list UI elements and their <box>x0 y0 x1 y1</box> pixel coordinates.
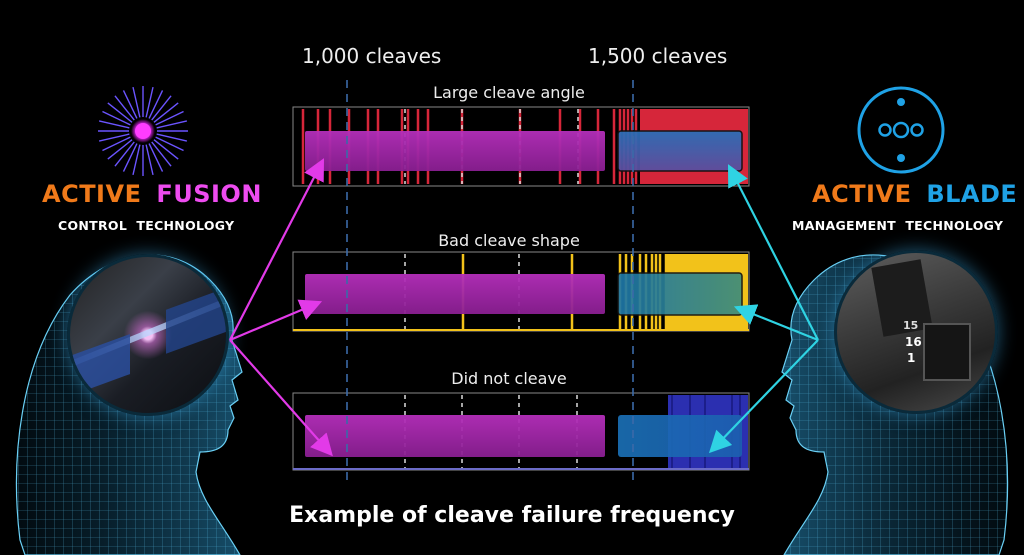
fusion-arrow-2 <box>229 299 323 342</box>
blade-arrows <box>708 164 819 454</box>
starburst-ray <box>145 144 154 176</box>
starburst-ray <box>132 86 141 118</box>
starburst-ray <box>114 141 135 167</box>
blade-block-2 <box>923 323 971 381</box>
row3-title: Did not cleave <box>451 369 567 388</box>
figure-caption: Example of cleave failure frequency <box>289 503 735 528</box>
row3-fusion-bar <box>305 415 605 457</box>
starburst-ray <box>156 133 188 142</box>
fusion-splice-image <box>67 254 229 416</box>
starburst-ray <box>114 95 135 121</box>
fusion-arrows <box>229 158 333 457</box>
starburst-ray <box>98 120 130 129</box>
row2-title: Bad cleave shape <box>438 231 580 250</box>
starburst-ray <box>153 102 179 123</box>
starburst-ray <box>145 86 154 118</box>
right-brand-subtitle: MANAGEMENT TECHNOLOGY <box>792 218 1004 233</box>
fusion-arrow-1 <box>229 158 325 341</box>
row2-fusion-bar <box>305 274 605 314</box>
row-did-not-cleave <box>292 392 750 471</box>
left-brand-title: ACTIVE FUSION <box>42 180 262 208</box>
row1-title: Large cleave angle <box>433 83 585 102</box>
starburst-ray <box>148 90 164 119</box>
starburst-ray <box>102 136 131 152</box>
starburst-ray <box>122 90 138 119</box>
starburst-ray <box>155 136 184 152</box>
blade-mechanism-image: 15 16 1 <box>834 250 998 414</box>
starburst-ray <box>98 133 130 142</box>
starburst-icon <box>98 86 188 176</box>
starburst-ray <box>122 143 138 172</box>
starburst-ray <box>151 95 172 121</box>
row2-blade-bar <box>617 272 743 316</box>
starburst-ray <box>107 139 133 160</box>
starburst-ray <box>102 110 131 126</box>
left-brand-word1: ACTIVE <box>42 180 142 208</box>
right-brand-title: ACTIVE BLADE <box>812 180 1017 208</box>
row3-blade-bar <box>618 415 742 457</box>
blade-arrow-3 <box>708 339 819 454</box>
marker-1000-label: 1,000 cleaves <box>302 44 442 68</box>
marker-1500-label: 1,500 cleaves <box>588 44 728 68</box>
starburst-ray <box>153 139 179 160</box>
starburst-ray <box>155 110 184 126</box>
starburst-ray <box>107 102 133 123</box>
blade-number-3: 1 <box>907 351 916 365</box>
left-brand-subtitle: CONTROL TECHNOLOGY <box>58 218 235 233</box>
row1-fusion-bar <box>305 131 605 171</box>
row1-blade-bar <box>617 130 743 172</box>
right-brand-word2: BLADE <box>926 180 1018 208</box>
starburst-ray <box>156 120 188 129</box>
row-large-cleave-angle <box>292 106 750 187</box>
right-brand-word1: ACTIVE <box>812 180 912 208</box>
blade-arrow-1 <box>727 164 819 341</box>
blade-disc-icon <box>857 86 945 174</box>
row1-frame <box>292 106 750 187</box>
blade-number-1: 15 <box>903 319 919 332</box>
starburst-ray <box>148 143 164 172</box>
blade-number-2: 16 <box>905 335 922 349</box>
row-bad-cleave-shape <box>292 251 750 332</box>
starburst-ray <box>132 144 141 176</box>
starburst-ray <box>151 141 172 167</box>
fusion-arrow-3 <box>229 339 333 457</box>
blade-arrow-2 <box>733 304 819 342</box>
left-brand-word2: FUSION <box>156 180 262 208</box>
